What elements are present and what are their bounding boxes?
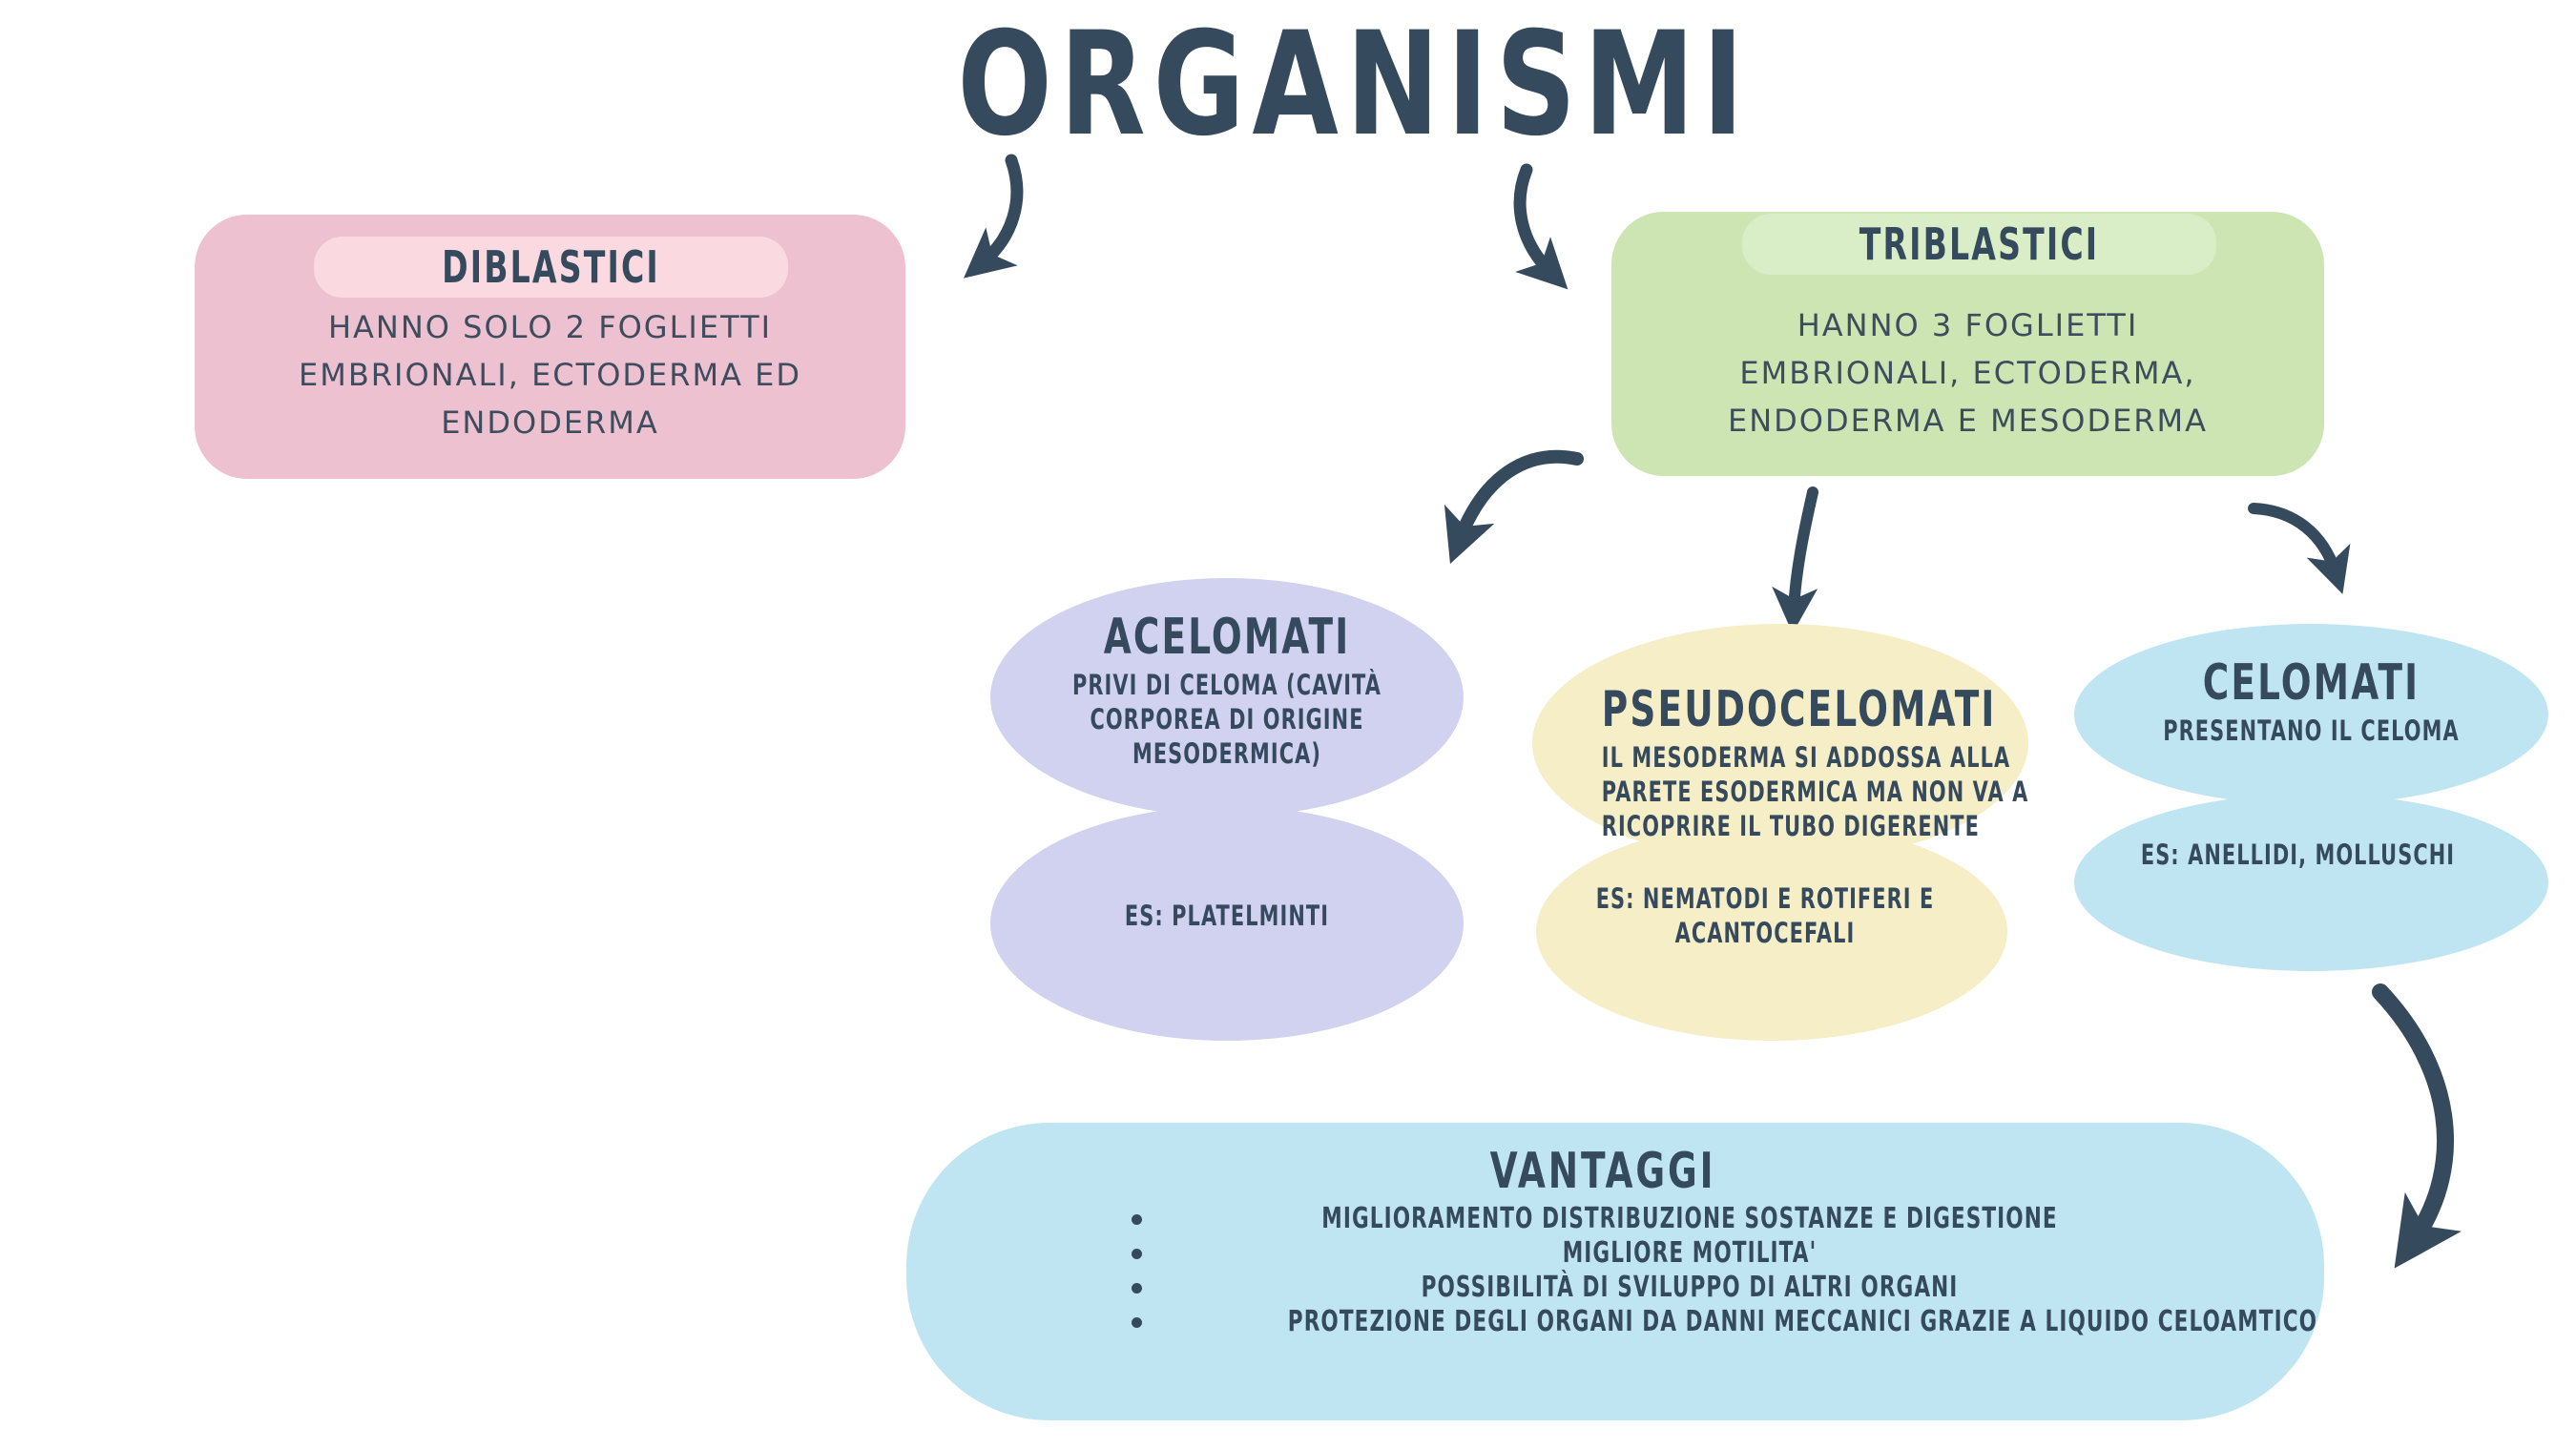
vantaggi-title: VANTAGGI bbox=[1489, 1143, 1716, 1200]
acelomati-title: ACELOMATI bbox=[1103, 609, 1351, 666]
acelomati-bottom-shape bbox=[990, 806, 1464, 1041]
bullet-icon bbox=[1132, 1283, 1142, 1294]
arrow-to-diblastici bbox=[964, 154, 1024, 279]
text-line: HANNO 3 FOGLIETTI bbox=[1797, 307, 2139, 343]
text-line: EMBRIONALI, ECTODERMA, bbox=[1739, 355, 2196, 391]
bullet-icon bbox=[1132, 1317, 1142, 1328]
triblastici-label: TRIBLASTICI bbox=[1859, 218, 2100, 270]
pseudocelomati-title: PSEUDOCELOMATI bbox=[1601, 681, 1997, 738]
list-item: PROTEZIONE DEGLI ORGANI DA DANNI MECCANI… bbox=[1132, 1305, 2316, 1339]
vantaggi-box bbox=[906, 1123, 2324, 1420]
arrow-to-vantaggi bbox=[2372, 983, 2462, 1269]
text-line: HANNO SOLO 2 FOGLIETTI bbox=[327, 309, 773, 345]
arrow-to-celomati bbox=[2248, 503, 2351, 594]
text-line: CORPOREA DI ORIGINE bbox=[1090, 703, 1364, 735]
bullet-icon bbox=[1132, 1249, 1142, 1259]
text-line: ENDODERMA bbox=[441, 404, 659, 441]
pseudocelomati-content: PSEUDOCELOMATI IL MESODERMA SI ADDOSSA A… bbox=[1532, 679, 2028, 843]
list-item: MIGLIORE MOTILITA' bbox=[1132, 1236, 2248, 1271]
text-line: EMBRIONALI, ECTODERMA ED bbox=[299, 357, 801, 393]
triblastici-label-pill: TRIBLASTICI bbox=[1742, 214, 2216, 275]
celomati-content: CELOMATI PRESENTANO IL CELOMA bbox=[2074, 652, 2548, 748]
text-line: IL MESODERMA SI ADDOSSA ALLA bbox=[1601, 741, 2011, 774]
diblastici-label: DIBLASTICI bbox=[442, 241, 660, 293]
text-line: RICOPRIRE IL TUBO DIGERENTE bbox=[1601, 810, 1980, 842]
text-line: PRESENTANO IL CELOMA bbox=[2163, 714, 2460, 747]
celomati-bottom-shape bbox=[2074, 794, 2548, 971]
text-line: PARETE ESODERMICA MA NON VA A bbox=[1601, 776, 2029, 808]
text-line: ENDODERMA E MESODERMA bbox=[1727, 403, 2209, 439]
arrow-to-triblastici bbox=[1513, 163, 1568, 290]
acelomati-content: ACELOMATI PRIVI DI CELOMA (CAVITÀ CORPOR… bbox=[990, 607, 1464, 771]
celomati-title: CELOMATI bbox=[2202, 654, 2420, 712]
text-line: MESODERMICA) bbox=[1132, 737, 1322, 770]
diblastici-label-pill: DIBLASTICI bbox=[314, 237, 788, 298]
pseudocelomati-example: ES: NEMATODI E ROTIFERI E ACANTOCEFALI bbox=[1595, 882, 1935, 949]
acelomati-example: ES: PLATELMINTI bbox=[1124, 900, 1330, 932]
text-line: PRIVI DI CELOMA (CAVITÀ bbox=[1072, 669, 1381, 701]
celomati-top-shape bbox=[2074, 624, 2548, 805]
arrow-to-acelomati bbox=[1444, 449, 1584, 565]
arrow-to-pseudocelomati bbox=[1772, 486, 1818, 633]
acelomati-top-shape bbox=[990, 578, 1464, 817]
vantaggi-list: MIGLIORAMENTO DISTRIBUZIONE SOSTANZE E D… bbox=[1132, 1202, 2316, 1339]
triblastici-description: HANNO 3 FOGLIETTI EMBRIONALI, ECTODERMA,… bbox=[1611, 301, 2324, 445]
list-item: POSSIBILITÀ DI SVILUPPO DI ALTRI ORGANI bbox=[1132, 1271, 2248, 1305]
celomati-example: ES: ANELLIDI, MOLLUSCHI bbox=[2140, 838, 2456, 871]
pseudocelomati-bottom-shape bbox=[1536, 822, 2007, 1041]
bullet-icon bbox=[1132, 1214, 1142, 1225]
list-item: MIGLIORAMENTO DISTRIBUZIONE SOSTANZE E D… bbox=[1132, 1202, 2248, 1236]
diblastici-description: HANNO SOLO 2 FOGLIETTI EMBRIONALI, ECTOD… bbox=[195, 303, 905, 446]
page-title: ORGANISMI bbox=[957, 2, 1752, 168]
